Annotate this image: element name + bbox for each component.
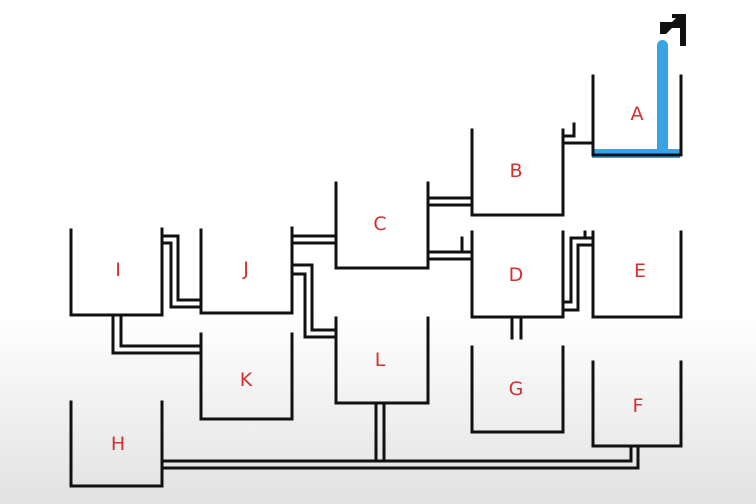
label-f: F: [633, 395, 644, 417]
container-e: [591, 230, 683, 319]
container-b: [470, 128, 565, 217]
pipe-a-b: [561, 122, 595, 145]
container-k: [199, 332, 294, 421]
container-l: [334, 316, 430, 405]
pipe-b-c: [426, 182, 474, 207]
label-l: L: [375, 349, 386, 371]
label-b: B: [509, 160, 522, 182]
label-k: K: [240, 369, 253, 391]
pipe-bottom-manifold: [160, 401, 640, 470]
label-d: D: [509, 264, 524, 286]
pipe-d-g: [510, 315, 523, 340]
label-c: C: [373, 213, 386, 235]
container-c: [334, 181, 430, 270]
label-g: G: [509, 378, 524, 400]
container-i: [69, 228, 164, 317]
water-stream: [657, 40, 668, 156]
pipe-j-l: [290, 263, 338, 339]
tap-icon: [660, 14, 686, 46]
container-a: [591, 74, 683, 157]
label-a: A: [631, 103, 644, 125]
label-h: H: [111, 433, 125, 455]
container-d: [470, 230, 565, 319]
container-g: [470, 345, 565, 434]
label-j: J: [242, 258, 249, 280]
pipe-c-j: [290, 226, 338, 245]
pipe-c-d: [426, 236, 474, 261]
pipe-i-k: [111, 313, 203, 355]
pipe-j-i: [160, 227, 203, 309]
container-h: [69, 400, 164, 488]
pipe-d-e: [561, 230, 595, 312]
label-i: I: [115, 259, 121, 281]
label-e: E: [634, 260, 646, 282]
container-j: [199, 228, 294, 315]
